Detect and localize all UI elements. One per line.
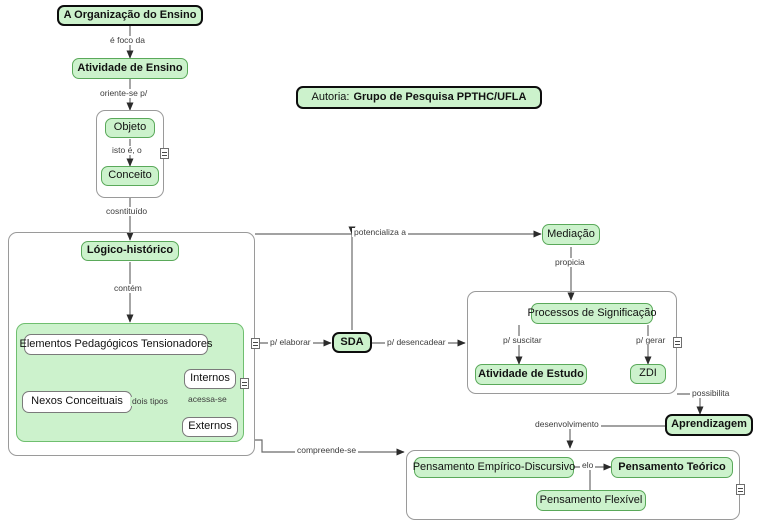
node-processos-de-significacao[interactable]: Processos de Significação xyxy=(528,303,657,324)
node-atividade-de-ensino[interactable]: Atividade de Ensino xyxy=(72,58,188,79)
edge-label-contem: contém xyxy=(112,283,144,293)
node-organizacao-do-ensino[interactable]: A Organização do Ensino xyxy=(57,5,203,26)
node-conceito[interactable]: Conceito xyxy=(101,166,159,186)
resize-handle-logico-historico[interactable] xyxy=(251,338,260,349)
resize-handle-pensamentos[interactable] xyxy=(736,484,745,495)
authorship-box[interactable]: Autoria: Grupo de Pesquisa PPTHC/UFLA xyxy=(296,86,542,109)
edge-label-p-desencadear: p/ desencadear xyxy=(385,337,448,347)
node-logico-historico[interactable]: Lógico-histórico xyxy=(81,241,179,261)
resize-handle-objeto-conceito[interactable] xyxy=(160,148,169,159)
node-aprendizagem[interactable]: Aprendizagem xyxy=(665,414,753,436)
edge-label-compreende-se: compreende-se xyxy=(295,445,359,455)
resize-handle-processos[interactable] xyxy=(673,337,682,348)
node-elementos-pedagogicos-tensionadores[interactable]: Elementos Pedagógicos Tensionadores xyxy=(19,334,213,355)
edge-label-p-elaborar: p/ elaborar xyxy=(268,337,313,347)
edge-label-acessa-se: acessa-se xyxy=(186,394,229,404)
edge-label-isto-e-o: isto é, o xyxy=(110,145,144,155)
node-pensamento-teorico[interactable]: Pensamento Teórico xyxy=(611,457,733,478)
edge-label-cosntituido: cosntituído xyxy=(104,206,150,216)
node-mediacao[interactable]: Mediação xyxy=(542,224,600,245)
edge-label-desenvolvimento: desenvolvimento xyxy=(533,419,601,429)
node-zdi[interactable]: ZDI xyxy=(630,364,666,384)
authorship-prefix: Autoria: xyxy=(311,90,350,103)
resize-handle-elementos[interactable] xyxy=(240,378,249,389)
node-atividade-de-estudo[interactable]: Atividade de Estudo xyxy=(475,364,587,385)
edge-label-dois-tipos: dois tipos xyxy=(130,396,170,406)
edge-label-e-foco-da: é foco da xyxy=(108,35,147,45)
edge-label-p-suscitar: p/ suscitar xyxy=(501,335,544,345)
node-pensamento-empirico-discursivo[interactable]: Pensamento Empírico-Discursivo xyxy=(413,457,575,478)
edge-label-oriente-se-p: oriente-se p/ xyxy=(98,88,150,98)
node-objeto[interactable]: Objeto xyxy=(105,118,155,138)
edge-label-possibilita: possibilita xyxy=(690,388,732,398)
node-externos[interactable]: Externos xyxy=(182,417,238,437)
edge-label-potencializa-a: potencializa a xyxy=(352,227,408,237)
node-internos[interactable]: Internos xyxy=(184,369,236,389)
edge-label-p-gerar: p/ gerar xyxy=(634,335,668,345)
node-sda[interactable]: SDA xyxy=(332,332,372,353)
authorship-value: Grupo de Pesquisa PPTHC/UFLA xyxy=(353,90,527,103)
node-nexos-conceituais[interactable]: Nexos Conceituais xyxy=(22,391,132,413)
edge-label-elo: elo xyxy=(580,460,596,470)
node-pensamento-flexivel[interactable]: Pensamento Flexível xyxy=(536,490,646,511)
edge-label-propicia: propicia xyxy=(553,257,587,267)
